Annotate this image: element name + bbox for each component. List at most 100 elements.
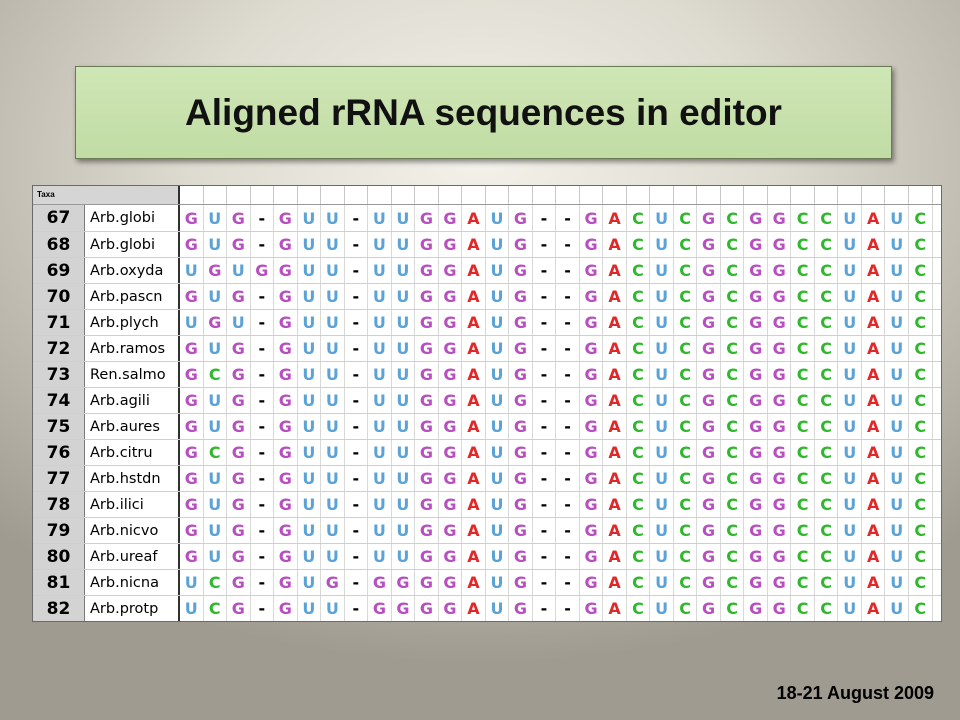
nucleotide-C-cell[interactable]: C (721, 544, 745, 569)
nucleotide-U-cell[interactable]: U (204, 232, 228, 257)
nucleotide-G-cell[interactable]: G (439, 310, 463, 335)
nucleotide-C-cell[interactable]: C (721, 258, 745, 283)
nucleotide-A-cell[interactable]: A (603, 596, 627, 621)
nucleotide-G-cell[interactable]: G (180, 414, 204, 439)
nucleotide-U-cell[interactable]: U (321, 544, 345, 569)
gap-cell[interactable]: - (345, 336, 369, 361)
nucleotide-C-cell[interactable]: C (627, 466, 651, 491)
nucleotide-G-cell[interactable]: G (180, 492, 204, 517)
nucleotide-C-cell[interactable]: C (909, 544, 933, 569)
nucleotide-G-cell[interactable]: G (744, 440, 768, 465)
nucleotide-U-cell[interactable]: U (368, 284, 392, 309)
nucleotide-U-cell[interactable]: U (885, 440, 909, 465)
nucleotide-U-cell[interactable]: U (392, 414, 416, 439)
nucleotide-U-cell[interactable]: U (486, 284, 510, 309)
nucleotide-G-cell[interactable]: G (509, 570, 533, 595)
nucleotide-C-cell[interactable]: C (909, 258, 933, 283)
nucleotide-C-cell[interactable]: C (627, 232, 651, 257)
nucleotide-U-cell[interactable]: U (838, 388, 862, 413)
nucleotide-U-cell[interactable]: U (321, 492, 345, 517)
nucleotide-U-cell[interactable]: U (368, 492, 392, 517)
nucleotide-U-cell[interactable]: U (486, 388, 510, 413)
column-header-cell[interactable] (180, 186, 204, 204)
nucleotide-G-cell[interactable]: G (697, 414, 721, 439)
nucleotide-C-cell[interactable]: C (721, 284, 745, 309)
nucleotide-U-cell[interactable]: U (368, 518, 392, 543)
nucleotide-U-cell[interactable]: U (321, 232, 345, 257)
nucleotide-U-cell[interactable]: U (838, 310, 862, 335)
nucleotide-G-cell[interactable]: G (697, 258, 721, 283)
column-header-cell[interactable] (697, 186, 721, 204)
nucleotide-U-cell[interactable]: U (650, 596, 674, 621)
nucleotide-U-cell[interactable]: U (321, 440, 345, 465)
nucleotide-G-cell[interactable]: G (697, 232, 721, 257)
nucleotide-G-cell[interactable]: G (580, 466, 604, 491)
nucleotide-G-cell[interactable]: G (744, 466, 768, 491)
nucleotide-G-cell[interactable]: G (227, 336, 251, 361)
nucleotide-G-cell[interactable]: G (509, 362, 533, 387)
gap-cell[interactable]: - (533, 544, 557, 569)
gap-cell[interactable]: - (251, 284, 275, 309)
nucleotide-C-cell[interactable]: C (674, 258, 698, 283)
nucleotide-A-cell[interactable]: A (603, 518, 627, 543)
nucleotide-A-cell[interactable]: A (462, 336, 486, 361)
nucleotide-G-cell[interactable]: G (227, 518, 251, 543)
nucleotide-U-cell[interactable]: U (204, 544, 228, 569)
nucleotide-U-cell[interactable]: U (885, 362, 909, 387)
gap-cell[interactable]: - (345, 596, 369, 621)
gap-cell[interactable]: - (345, 284, 369, 309)
nucleotide-C-cell[interactable]: C (815, 596, 839, 621)
gap-cell[interactable]: - (556, 310, 580, 335)
nucleotide-G-cell[interactable]: G (227, 466, 251, 491)
nucleotide-U-cell[interactable]: U (298, 232, 322, 257)
nucleotide-U-cell[interactable]: U (368, 310, 392, 335)
nucleotide-G-cell[interactable]: G (509, 232, 533, 257)
row-number[interactable]: 80 (33, 544, 85, 569)
nucleotide-G-cell[interactable]: G (768, 284, 792, 309)
nucleotide-G-cell[interactable]: G (415, 414, 439, 439)
nucleotide-G-cell[interactable]: G (744, 232, 768, 257)
nucleotide-U-cell[interactable]: U (298, 570, 322, 595)
nucleotide-G-cell[interactable]: G (415, 232, 439, 257)
nucleotide-G-cell[interactable]: G (180, 440, 204, 465)
nucleotide-U-cell[interactable]: U (885, 518, 909, 543)
nucleotide-U-cell[interactable]: U (650, 492, 674, 517)
nucleotide-U-cell[interactable]: U (838, 258, 862, 283)
taxon-name[interactable]: Ren.salmo (90, 366, 166, 383)
nucleotide-G-cell[interactable]: G (509, 258, 533, 283)
nucleotide-C-cell[interactable]: C (815, 544, 839, 569)
nucleotide-A-cell[interactable]: A (603, 258, 627, 283)
taxon-name[interactable]: Arb.pascn (90, 288, 163, 305)
nucleotide-U-cell[interactable]: U (885, 570, 909, 595)
nucleotide-G-cell[interactable]: G (768, 570, 792, 595)
nucleotide-U-cell[interactable]: U (392, 258, 416, 283)
nucleotide-C-cell[interactable]: C (909, 466, 933, 491)
nucleotide-A-cell[interactable]: A (462, 544, 486, 569)
gap-cell[interactable]: - (556, 232, 580, 257)
nucleotide-G-cell[interactable]: G (274, 414, 298, 439)
gap-cell[interactable]: - (533, 440, 557, 465)
column-header-cell[interactable] (204, 186, 228, 204)
nucleotide-U-cell[interactable]: U (885, 258, 909, 283)
column-header-cell[interactable] (274, 186, 298, 204)
nucleotide-G-cell[interactable]: G (415, 258, 439, 283)
gap-cell[interactable]: - (251, 544, 275, 569)
nucleotide-G-cell[interactable]: G (744, 414, 768, 439)
nucleotide-G-cell[interactable]: G (768, 596, 792, 621)
gap-cell[interactable]: - (556, 544, 580, 569)
nucleotide-G-cell[interactable]: G (415, 310, 439, 335)
nucleotide-U-cell[interactable]: U (298, 284, 322, 309)
nucleotide-U-cell[interactable]: U (650, 544, 674, 569)
column-header-cell[interactable] (227, 186, 251, 204)
gap-cell[interactable]: - (556, 388, 580, 413)
nucleotide-C-cell[interactable]: C (721, 466, 745, 491)
column-header-cell[interactable] (885, 186, 909, 204)
nucleotide-U-cell[interactable]: U (885, 284, 909, 309)
nucleotide-U-cell[interactable]: U (227, 258, 251, 283)
nucleotide-G-cell[interactable]: G (509, 284, 533, 309)
